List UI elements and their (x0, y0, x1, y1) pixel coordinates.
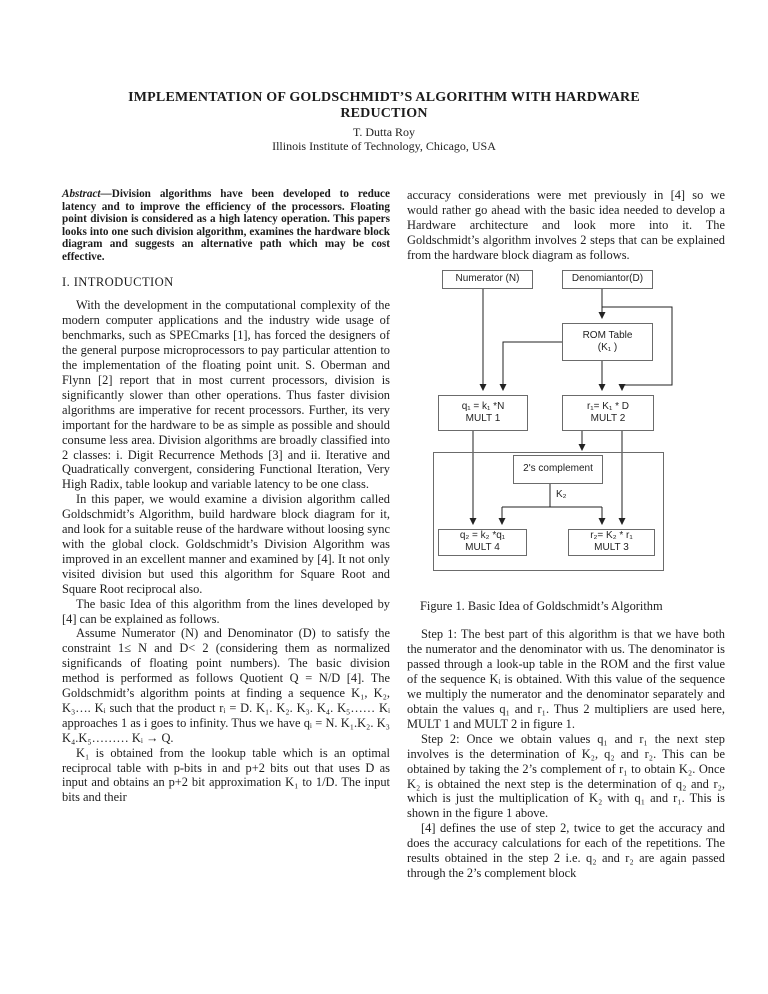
mult1-box: q₁ = k₁ *N MULT 1 (438, 394, 528, 431)
abstract: Abstract—Division algorithms have been d… (62, 188, 390, 264)
mult2-equation: r₁= K₁ * D (586, 400, 630, 412)
mult4-box: q₂ = k₂ *q₁ MULT 4 (438, 528, 527, 556)
numerator-label: Numerator (N) (455, 273, 520, 285)
mult2-label: MULT 2 (590, 412, 626, 424)
denominator-box: Denomiantor(D) (562, 269, 653, 289)
k2-signal-label: K₂ (556, 488, 567, 500)
paragraph-intro-4: Assume Numerator (N) and Denominator (D)… (62, 626, 390, 745)
left-column: Abstract—Division algorithms have been d… (62, 188, 390, 805)
author: T. Dutta Roy (352, 125, 416, 139)
paper-title-line1: IMPLEMENTATION OF GOLDSCHMIDT’S ALGORITH… (128, 90, 640, 105)
mult1-equation: q₁ = k₁ *N (461, 400, 505, 412)
paragraph-intro-3: The basic Idea of this algorithm from th… (62, 596, 390, 626)
paragraph-continuation: accuracy considerations were met previou… (407, 188, 725, 262)
paragraph-intro-2: In this paper, we would examine a divisi… (62, 492, 390, 596)
paragraph-intro-1: With the development in the computationa… (62, 298, 390, 492)
twos-complement-box: 2's complement (513, 454, 603, 484)
rom-table-label-line2: (K₁ ) (597, 341, 618, 353)
section-heading-introduction: I. INTRODUCTION (62, 274, 174, 289)
mult4-equation: q₂ = k₂ *q₁ (459, 530, 506, 542)
rom-table-label-line1: ROM Table (582, 329, 633, 341)
twos-complement-label: 2's complement (523, 463, 593, 475)
paragraph-accuracy: [4] defines the use of step 2, twice to … (407, 821, 725, 880)
abstract-text: Division algorithms have been developed … (62, 188, 390, 263)
affiliation: Illinois Institute of Technology, Chicag… (272, 139, 496, 153)
paragraph-step1: Step 1: The best part of this algorithm … (407, 627, 725, 731)
mult2-box: r₁= K₁ * D MULT 2 (562, 394, 654, 431)
mult3-label: MULT 3 (594, 542, 629, 554)
numerator-box: Numerator (N) (442, 269, 533, 289)
step2-outer-box (433, 451, 664, 571)
paper-title-line2: REDUCTION (340, 105, 428, 121)
paragraph-intro-5: K₁ is obtained from the lookup table whi… (62, 745, 390, 805)
mult1-label: MULT 1 (465, 412, 501, 424)
mult3-equation: r₂= K₂ * r₁ (590, 530, 633, 542)
abstract-label: Abstract— (62, 188, 112, 200)
figure-arrows (469, 288, 673, 525)
rom-table-box: ROM Table (K₁ ) (562, 322, 653, 361)
title-block: IMPLEMENTATION OF GOLDSCHMIDT’S ALGORITH… (0, 90, 768, 153)
right-column: accuracy considerations were met previou… (407, 188, 725, 881)
paragraph-step2: Step 2: Once we obtain values q₁ and r₁ … (407, 731, 725, 821)
mult3-box: r₂= K₂ * r₁ MULT 3 (568, 528, 655, 556)
mult4-label: MULT 4 (465, 542, 500, 554)
figure-caption: Figure 1. Basic Idea of Goldschmidt’s Al… (420, 598, 663, 613)
figure-1-block-diagram: Numerator (N) Denomiantor(D) ROM Table (… (420, 267, 680, 589)
denominator-label: Denomiantor(D) (571, 273, 644, 285)
